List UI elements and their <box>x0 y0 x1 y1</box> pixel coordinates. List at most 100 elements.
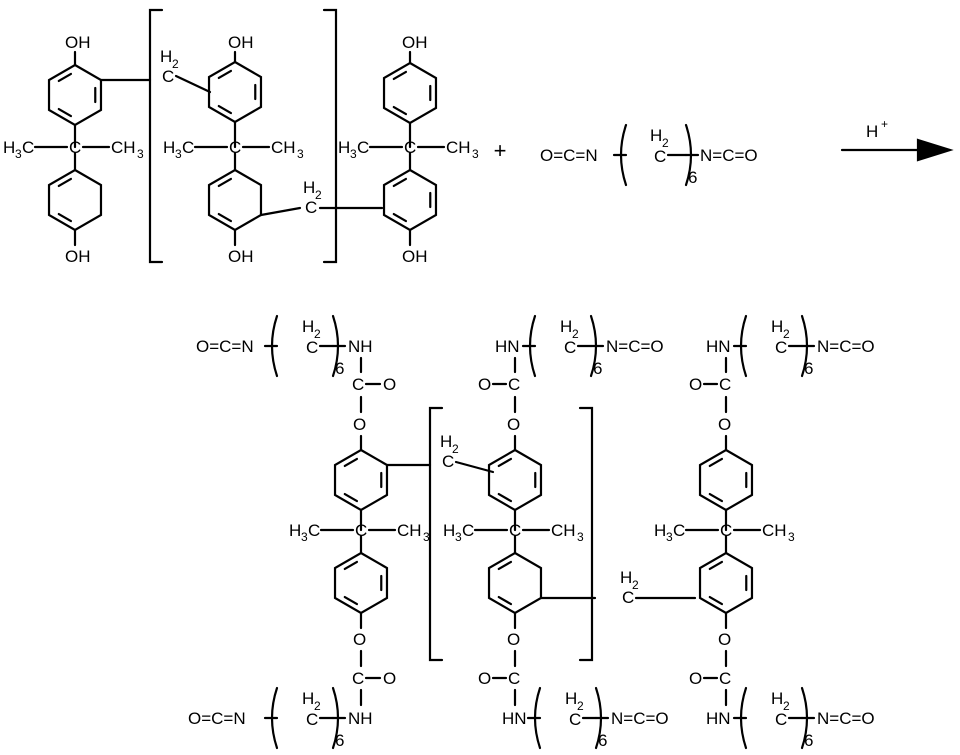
carbonyl-oxygen: O <box>383 669 396 688</box>
isocyanate-label: O=C=N <box>196 337 254 356</box>
reaction-arrow-head <box>918 140 950 160</box>
quaternary-carbon: C <box>355 521 367 540</box>
methyl-label: H <box>289 521 301 540</box>
methyl-subscript: 3 <box>297 147 304 161</box>
carbonyl-oxygen: O <box>478 375 491 394</box>
double-bond <box>59 214 71 221</box>
methyl-label: H <box>654 521 666 540</box>
repeat-count: 6 <box>335 731 344 750</box>
carbonyl-carbon: C <box>719 669 731 688</box>
double-bond <box>710 597 722 604</box>
right-bottom-ring <box>384 170 436 230</box>
ester-oxygen: O <box>353 415 366 434</box>
methylene-c: C <box>306 710 318 729</box>
methyl-subscript: 3 <box>137 147 144 161</box>
hydroxyl-label: OH <box>65 247 91 266</box>
double-bond <box>499 494 511 501</box>
carbonyl-carbon: C <box>508 375 520 394</box>
ch2-bridge-bond <box>176 76 210 92</box>
repeat-count: 6 <box>335 359 344 378</box>
catalyst-charge: + <box>881 117 888 131</box>
carbonyl-carbon: C <box>508 669 520 688</box>
product-left-top-ring <box>335 450 387 510</box>
methyl-label: H <box>3 138 15 157</box>
carbonyl-carbon: C <box>352 669 364 688</box>
left-top-ring <box>49 65 101 125</box>
ester-oxygen: O <box>507 630 520 649</box>
methyl-label: CH <box>446 138 471 157</box>
carbonyl-carbon: C <box>719 375 731 394</box>
methylene-c: C <box>306 338 318 357</box>
double-bond <box>710 459 722 466</box>
isocyanate-label: N=C=O <box>606 337 664 356</box>
double-bond <box>499 459 511 466</box>
repeat-count: 6 <box>804 359 813 378</box>
methyl-label: C <box>357 138 369 157</box>
double-bond <box>345 494 357 501</box>
hydroxyl-label: OH <box>402 247 428 266</box>
double-bond <box>394 179 406 186</box>
double-bond <box>499 597 511 604</box>
carbonyl-oxygen: O <box>383 375 396 394</box>
urethane-nh: HN <box>706 337 731 356</box>
catalyst-label: H <box>866 122 878 141</box>
middle-top-ring <box>209 62 261 122</box>
methylene-h: H <box>440 432 452 451</box>
methyl-label: CH <box>551 521 576 540</box>
double-bond <box>219 179 231 186</box>
repeat-count: 6 <box>804 731 813 750</box>
urethane-nh: HN <box>706 709 731 728</box>
urethane-nh: NH <box>348 709 373 728</box>
quaternary-carbon: C <box>509 521 521 540</box>
methyl-subscript: 3 <box>577 530 584 544</box>
repeat-bracket-right <box>324 10 336 262</box>
hydroxyl-label: OH <box>65 33 91 52</box>
methyl-subscript: 3 <box>666 530 673 544</box>
methyl-label: CH <box>271 138 296 157</box>
double-bond <box>710 494 722 501</box>
ester-oxygen: O <box>507 415 520 434</box>
methylene-h: H <box>160 47 172 66</box>
double-bond <box>59 74 71 81</box>
plus-sign: + <box>494 138 507 163</box>
methyl-label: C <box>22 138 34 157</box>
isocyanate-label: N=C=O <box>611 709 669 728</box>
methyl-label: H <box>338 138 350 157</box>
methyl-label: C <box>673 521 685 540</box>
atom-labels: OHH3CCCH3OHH2COHH3CCCH3OHH2COHH3CCCH3OH+… <box>3 33 888 750</box>
hydroxyl-label: OH <box>402 33 428 52</box>
methylene-c: C <box>442 452 454 471</box>
methyl-label: C <box>182 138 194 157</box>
double-bond <box>394 72 406 79</box>
double-bond <box>219 71 231 78</box>
double-bond <box>345 459 357 466</box>
methyl-subscript: 3 <box>472 147 479 161</box>
carbonyl-oxygen: O <box>689 375 702 394</box>
methylene-h: H <box>771 689 783 708</box>
isocyanate-label: O=C=N <box>188 709 246 728</box>
quaternary-carbon: C <box>229 138 241 157</box>
methylene-c: C <box>162 67 174 86</box>
double-bond <box>499 562 511 569</box>
methyl-subscript: 3 <box>175 147 182 161</box>
methylene-h: H <box>302 689 314 708</box>
methyl-label: CH <box>397 521 422 540</box>
product-middle-top-ring <box>489 450 541 510</box>
double-bond <box>345 597 357 604</box>
double-bond <box>394 214 406 221</box>
ester-oxygen: O <box>718 630 731 649</box>
methyl-label: H <box>163 138 175 157</box>
methyl-subscript: 3 <box>455 530 462 544</box>
methyl-label: CH <box>111 138 136 157</box>
product-middle-bottom-ring <box>489 553 541 613</box>
repeat-count: 6 <box>593 359 602 378</box>
methylene-c: C <box>564 338 576 357</box>
methyl-subscript: 3 <box>350 147 357 161</box>
double-bond <box>59 109 71 116</box>
carbonyl-oxygen: O <box>689 669 702 688</box>
ch2-bridge-bond <box>261 208 300 215</box>
urethane-nh: HN <box>502 709 527 728</box>
right-top-ring <box>384 63 436 123</box>
methyl-label: H <box>443 521 455 540</box>
